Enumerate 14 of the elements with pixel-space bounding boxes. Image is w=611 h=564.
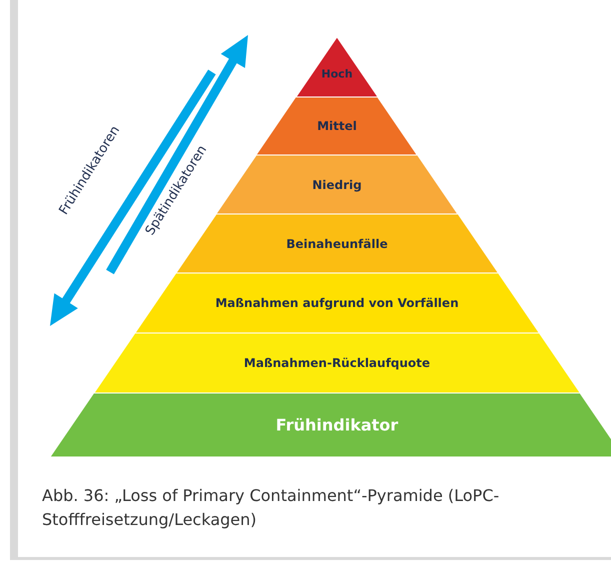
band-label: Niedrig xyxy=(312,178,362,192)
pyramid-band xyxy=(134,273,540,333)
band-label: Maßnahmen-Rücklaufquote xyxy=(244,356,430,370)
caption: Abb. 36: „Loss of Primary Containment“-Pyramide (LoPC-Stofffreisetzung/Leckagen) xyxy=(42,485,500,531)
band-label: Frühindikator xyxy=(276,416,398,434)
pyramid-band xyxy=(216,155,458,214)
band-label: Mittel xyxy=(317,119,357,133)
band-label: Maßnahmen aufgrund von Vorfällen xyxy=(215,296,459,310)
pyramid-band xyxy=(94,333,580,393)
band-label: Beinaheunfälle xyxy=(286,236,388,250)
pyramid-band xyxy=(50,393,611,457)
pyramid-band xyxy=(256,97,418,155)
band-label: Hoch xyxy=(321,68,353,81)
pyramid-band xyxy=(296,37,378,97)
